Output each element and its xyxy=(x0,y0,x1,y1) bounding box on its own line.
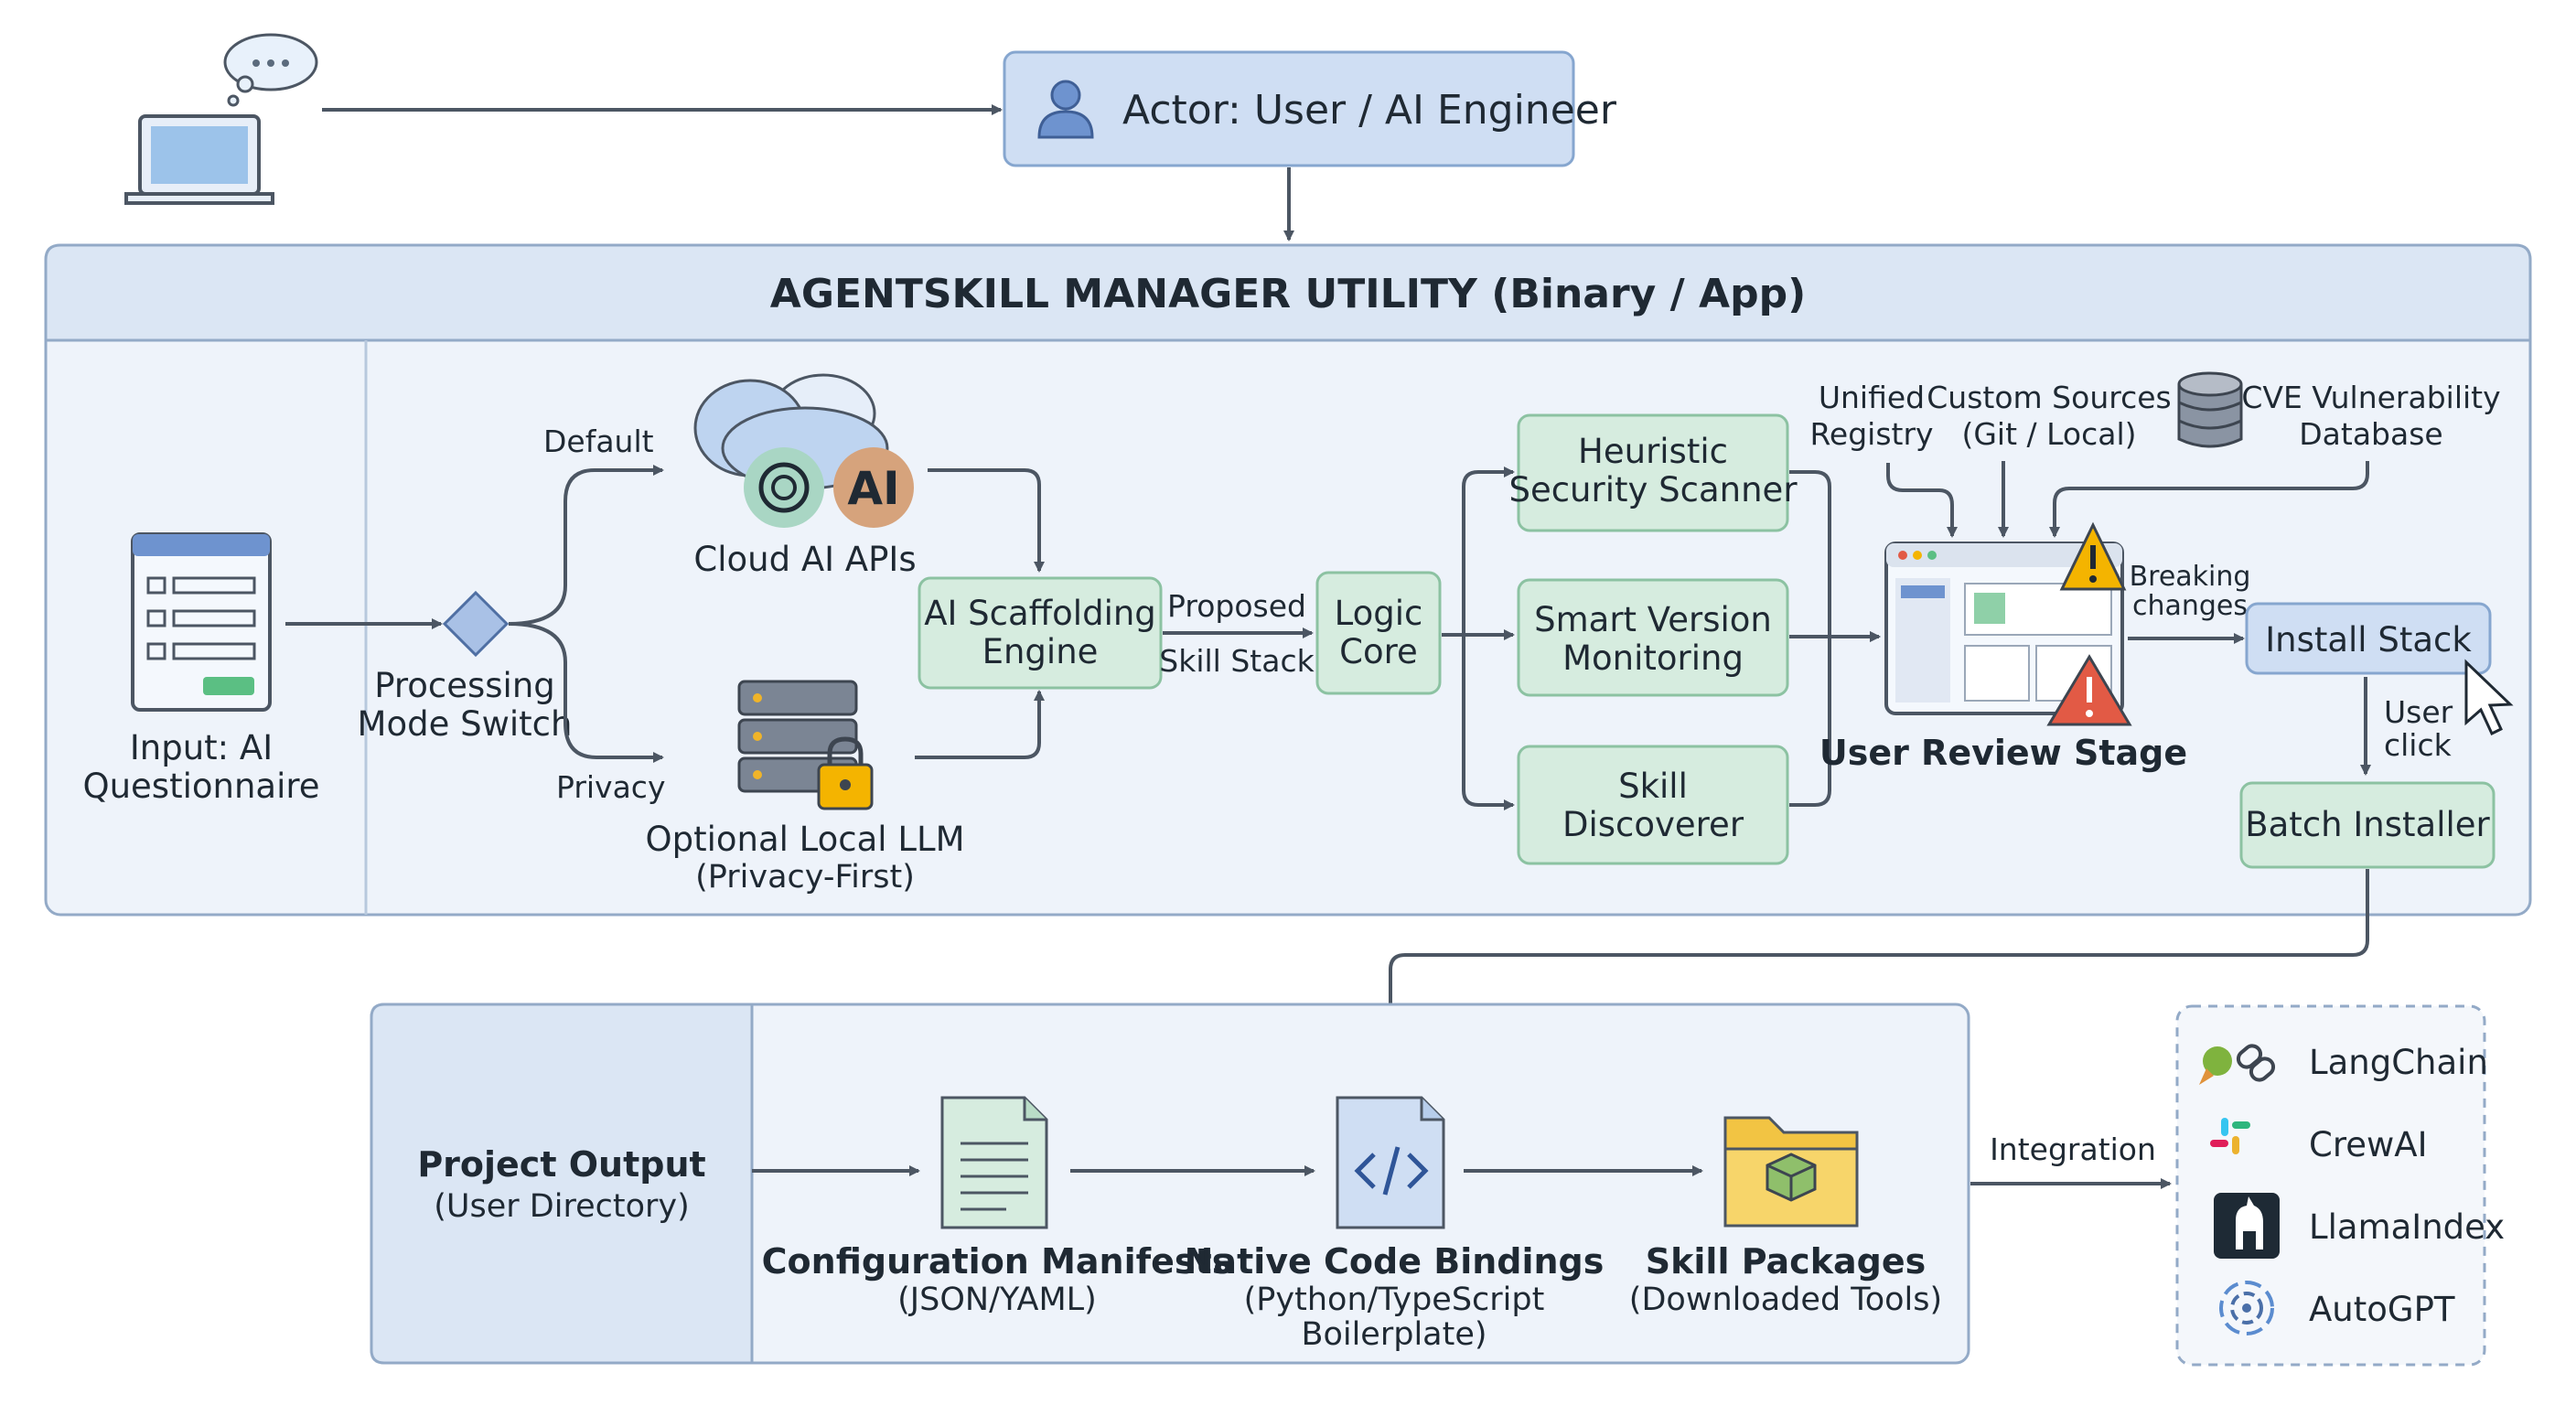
project-output-panel: Project Output (User Directory) xyxy=(370,1003,1970,1365)
version-monitoring-box: Smart Version Monitoring xyxy=(1517,578,1789,697)
security-scanner-box: Heuristic Security Scanner xyxy=(1508,413,1798,532)
laptop-icon xyxy=(124,114,274,205)
privacy-label: Privacy xyxy=(556,769,665,805)
engine-label-line1: AI Scaffolding xyxy=(924,594,1156,633)
user-icon xyxy=(1037,80,1094,139)
custom-sources-line1: Custom Sources xyxy=(1927,380,2171,415)
cve-to-review-arrow xyxy=(2049,461,2369,538)
input-label-line2: Questionnaire xyxy=(82,767,319,806)
input-label-line1: Input: AI xyxy=(130,728,273,767)
anthropic-logo-icon: AI xyxy=(833,447,914,528)
breaking-changes-line1: Breaking xyxy=(2130,561,2251,593)
autogpt-icon xyxy=(2219,1281,2274,1335)
batch-installer-box: Batch Installer xyxy=(2239,781,2496,869)
questionnaire-icon xyxy=(131,532,272,712)
utility-panel: AGENTSKILL MANAGER UTILITY (Binary / App… xyxy=(44,243,2532,917)
unified-registry-line2: Registry xyxy=(1809,416,1933,452)
switch-diamond xyxy=(442,590,510,658)
llamaindex-icon xyxy=(2214,1193,2280,1259)
warning-triangle-icon xyxy=(2059,521,2127,591)
review-window-icon xyxy=(1884,542,2124,715)
user-click-line2: click xyxy=(2384,727,2453,763)
discoverer-to-review-arrow xyxy=(1789,637,1831,807)
switch-label-line2: Mode Switch xyxy=(358,704,573,744)
alert-triangle-icon xyxy=(2046,654,2132,726)
core-to-scanner-arrow xyxy=(1462,467,1515,635)
install-stack-label: Install Stack xyxy=(2265,620,2472,660)
anthropic-badge: AI xyxy=(847,462,899,515)
config-manifests-line1: Configuration Manifests xyxy=(762,1241,1233,1282)
scaffolding-engine-box: AI Scaffolding Engine xyxy=(918,576,1163,690)
cursor-icon xyxy=(2464,659,2514,736)
core-to-discoverer-arrow xyxy=(1462,635,1515,810)
logic-core-box: Logic Core xyxy=(1315,571,1442,695)
openai-logo-icon xyxy=(744,447,824,528)
scanner-label-line1: Heuristic xyxy=(1578,432,1728,471)
local-llm-label-line1: Optional Local LLM xyxy=(645,820,964,859)
document-icon xyxy=(940,1096,1048,1229)
folder-package-icon xyxy=(1723,1116,1859,1228)
batch-to-bindings-arrow xyxy=(1385,869,2369,1094)
packages-line1: Skill Packages xyxy=(1646,1241,1926,1282)
integration-label: Integration xyxy=(1990,1132,2156,1167)
monitoring-label-line2: Monitoring xyxy=(1562,638,1744,678)
framework-autogpt: AutoGPT xyxy=(2309,1290,2455,1329)
logic-core-label-line1: Logic xyxy=(1335,594,1423,633)
langchain-icon xyxy=(2199,1044,2276,1085)
skill-discoverer-box: Skill Discoverer xyxy=(1517,745,1789,865)
actor-label: Actor: User / AI Engineer xyxy=(1122,87,1617,134)
thought-bubble-icon xyxy=(223,33,318,107)
install-stack-button[interactable]: Install Stack xyxy=(2245,602,2492,675)
bindings-line1: Native Code Bindings xyxy=(1185,1241,1605,1282)
output-title: Project Output xyxy=(417,1144,705,1185)
review-stage-label: User Review Stage xyxy=(1819,733,2187,773)
logic-core-label-line2: Core xyxy=(1339,632,1418,671)
breaking-changes-line2: changes xyxy=(2132,590,2248,622)
cloud-label: Cloud AI APIs xyxy=(693,540,916,579)
proposed-label-line2: Skill Stack xyxy=(1159,643,1315,679)
custom-sources-line2: (Git / Local) xyxy=(1961,416,2136,452)
scanner-to-review-arrow xyxy=(1789,470,1881,642)
unified-registry-line1: Unified xyxy=(1819,380,1925,415)
default-label: Default xyxy=(543,424,654,459)
proposed-label-line1: Proposed xyxy=(1167,588,1306,624)
local-llm-label-line2: (Privacy-First) xyxy=(695,859,915,896)
discoverer-label-line2: Discoverer xyxy=(1562,805,1744,844)
code-file-icon xyxy=(1336,1096,1445,1229)
privacy-path-arrow xyxy=(508,622,664,763)
cve-database-line1: CVE Vulnerability xyxy=(2241,380,2500,415)
framework-langchain: LangChain xyxy=(2309,1043,2488,1082)
monitoring-label-line1: Smart Version xyxy=(1534,600,1772,639)
integrations-panel: LangChain CrewAI LlamaIndex AutoGPT xyxy=(2175,1004,2505,1367)
config-manifests-line2: (JSON/YAML) xyxy=(897,1282,1097,1318)
database-icon xyxy=(2177,371,2243,448)
framework-crewai: CrewAI xyxy=(2309,1125,2427,1164)
user-click-line1: User xyxy=(2384,694,2453,730)
crewai-icon xyxy=(2210,1118,2250,1154)
local-to-engine-arrow xyxy=(915,690,1045,759)
batch-installer-label: Batch Installer xyxy=(2245,805,2490,844)
switch-label-line1: Processing xyxy=(374,666,555,705)
output-subtitle: (User Directory) xyxy=(434,1188,690,1225)
discoverer-label-line1: Skill xyxy=(1618,767,1688,806)
bindings-line3: Boilerplate) xyxy=(1301,1316,1487,1353)
server-lock-icon xyxy=(737,680,874,810)
default-path-arrow xyxy=(508,465,664,626)
registry-to-review-arrow xyxy=(1886,463,1958,538)
engine-label-line2: Engine xyxy=(982,632,1099,671)
actor-box: Actor: User / AI Engineer xyxy=(1003,50,1617,167)
cve-database-line2: Database xyxy=(2299,416,2442,452)
scanner-label-line2: Security Scanner xyxy=(1508,470,1798,509)
utility-title: AGENTSKILL MANAGER UTILITY (Binary / App… xyxy=(770,271,1806,317)
packages-line2: (Downloaded Tools) xyxy=(1629,1282,1942,1318)
bindings-line2: (Python/TypeScript xyxy=(1244,1282,1545,1318)
framework-llamaindex: LlamaIndex xyxy=(2309,1207,2505,1247)
cloud-to-engine-arrow xyxy=(928,468,1045,573)
